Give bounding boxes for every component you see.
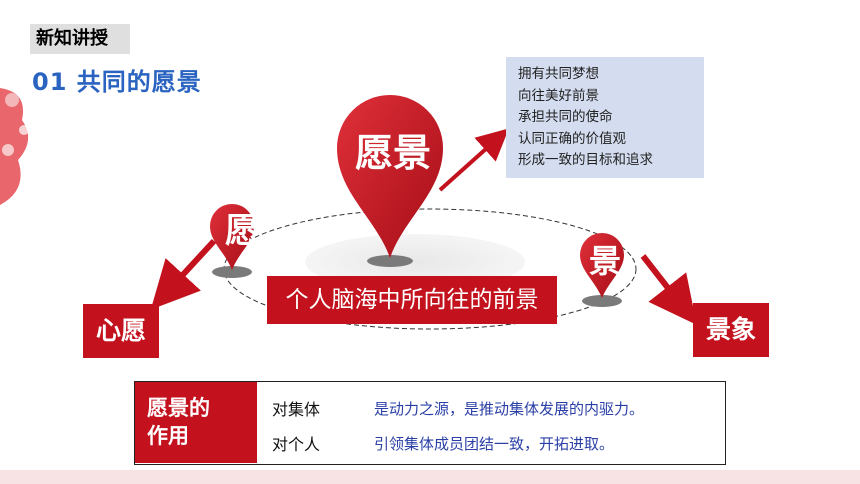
- bottom-decor-band: [0, 470, 860, 484]
- slide-title: 01 共同的愿景: [32, 68, 202, 96]
- pin-shadow-right: [582, 295, 622, 307]
- big-pin-label: 愿景: [354, 131, 431, 175]
- xinyuan-box: 心愿: [83, 304, 159, 358]
- arrow-to-info-box: [438, 128, 509, 192]
- vision-trait-item: 认同正确的价值观: [518, 130, 626, 147]
- vision-trait-item: 向往美好前景: [518, 87, 599, 104]
- vision-trait-item: 承担共同的使命: [518, 109, 613, 125]
- role-target-individual: 对个人: [272, 435, 321, 454]
- right-pin-label: 景: [588, 242, 621, 280]
- center-definition-banner: 个人脑海中所向往的前景: [267, 276, 557, 324]
- left-pin-label: 愿: [225, 211, 259, 251]
- vision-trait-item: 拥有共同梦想: [518, 66, 599, 82]
- vision-traits-box: 拥有共同梦想 向往美好前景 承担共同的使命 认同正确的价值观 形成一致的目标和追…: [506, 57, 704, 178]
- vision-role-title-line2: 作用: [147, 424, 189, 448]
- pin-shadow-big: [367, 255, 413, 267]
- map-pin-big-icon: [337, 95, 443, 258]
- role-desc-collective: 是动力之源，是推动集体发展的内驱力。: [374, 400, 645, 418]
- jingxiang-box: 景象: [693, 303, 769, 357]
- map-pin-left-icon: [210, 204, 254, 270]
- role-desc-individual: 引领集体成员团结一致，开拓进取。: [374, 435, 615, 453]
- vision-trait-item: 形成一致的目标和追求: [518, 152, 653, 168]
- section-tag: 新知讲授: [30, 24, 130, 54]
- blossom-decoration: [0, 88, 29, 205]
- vision-role-title: 愿景的 作用: [135, 382, 257, 463]
- map-pin-right-icon: [580, 233, 624, 298]
- role-target-collective: 对集体: [272, 400, 321, 419]
- vision-role-title-line1: 愿景的: [147, 396, 210, 420]
- arrow-to-jingxiang: [640, 254, 697, 325]
- pin-shadow-left: [212, 266, 252, 278]
- arrow-to-xinyuan: [150, 238, 217, 310]
